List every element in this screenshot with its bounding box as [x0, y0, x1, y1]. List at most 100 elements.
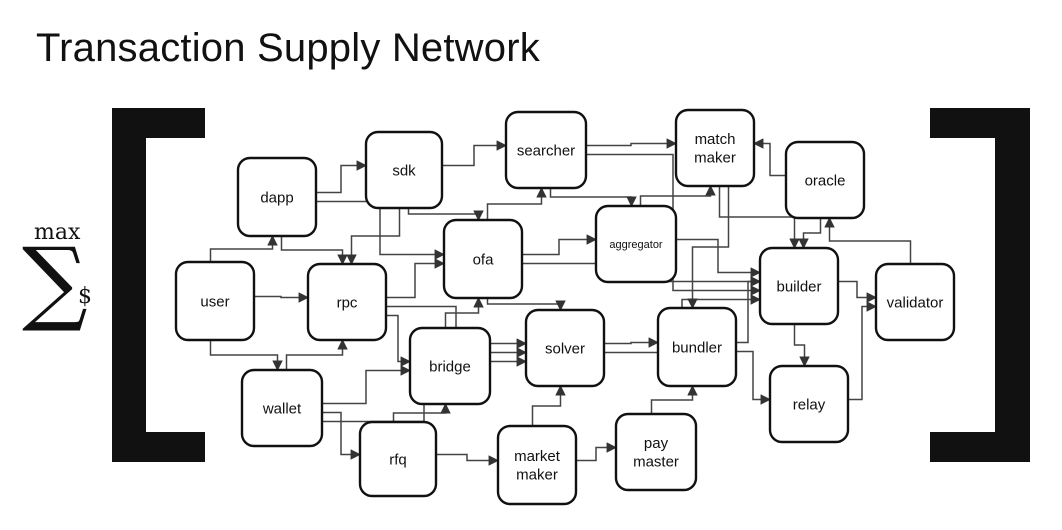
edge-wallet-to-rpc [285, 338, 348, 370]
node-sdk-box [364, 130, 444, 210]
node-match-maker-label: match [695, 131, 736, 148]
node-solver-label: solver [545, 340, 585, 357]
diagram-title: Transaction Supply Network [36, 26, 540, 70]
edge-ofa-to-aggregator [522, 234, 598, 256]
node-rfq-label: rfq [389, 451, 407, 468]
edge-ofa-to-searcher [486, 186, 547, 220]
node-bundler-label: bundler [672, 339, 722, 356]
node-builder-box [758, 246, 840, 326]
edge-rpc-to-bridge [386, 314, 412, 367]
node-searcher-label: searcher [517, 142, 575, 159]
node-aggregator-label: aggregator [609, 239, 663, 251]
node-wallet: wallet [240, 368, 324, 448]
edge-rpc-to-ofa [386, 258, 446, 299]
node-market-maker-label: market [514, 448, 561, 465]
node-aggregator-box [594, 204, 678, 284]
node-dapp-box [236, 156, 318, 238]
node-market-maker-label: maker [516, 467, 558, 484]
edge-ofa-to-solver [486, 298, 566, 312]
node-builder: builder [758, 246, 840, 326]
edge-sdk-to-rpc [346, 208, 401, 266]
edge-pay-master-to-bundler [650, 384, 698, 414]
node-pay-master-label: master [633, 454, 679, 471]
node-user-box [174, 260, 256, 342]
left-bracket [112, 108, 205, 462]
edge-match-maker-to-builder [718, 186, 800, 250]
edge-validator-to-oracle [824, 216, 912, 264]
edge-bundler-to-builder [736, 276, 762, 344]
node-validator-label: validator [887, 294, 944, 311]
node-bridge: bridge [408, 326, 492, 406]
node-rfq-box [358, 420, 438, 498]
node-bundler: bundler [656, 306, 738, 388]
node-searcher-box [504, 110, 588, 190]
edge-sdk-to-ofa [407, 208, 484, 222]
node-user: user [174, 260, 256, 342]
node-market-maker-box [496, 424, 578, 506]
edge-bundler-to-relay [736, 350, 772, 405]
node-wallet-box [240, 368, 324, 448]
edge-builder-to-relay [793, 324, 810, 368]
edge-rfq-to-bridge [392, 402, 451, 422]
edge-sdk-to-searcher [442, 140, 508, 167]
node-bridge-box [408, 326, 492, 406]
node-sdk: sdk [364, 130, 444, 210]
edge-market-maker-to-solver [531, 384, 566, 426]
node-sdk-label: sdk [392, 162, 416, 179]
edge-user-to-wallet [209, 340, 283, 372]
edge-oracle-to-builder [798, 218, 822, 250]
node-builder-label: builder [776, 278, 821, 295]
node-ofa-label: ofa [473, 251, 495, 268]
edge-builder-to-validator [838, 280, 878, 303]
edge-bridge-to-ofa [444, 296, 484, 328]
node-market-maker: market maker [496, 424, 578, 506]
node-solver: solver [524, 308, 606, 388]
edge-dapp-to-ofa [316, 200, 446, 260]
node-wallet-label: wallet [262, 400, 302, 417]
node-relay-label: relay [793, 396, 826, 413]
sum-upper-label: max [34, 220, 81, 245]
edge-dapp-to-rpc [280, 236, 348, 266]
node-dapp: dapp [236, 156, 318, 238]
node-match-maker-label: maker [694, 150, 736, 167]
node-dapp-label: dapp [260, 189, 293, 206]
right-bracket [930, 108, 1030, 462]
node-validator-box [874, 262, 956, 342]
node-rpc-box [306, 262, 388, 342]
edge-user-to-dapp [209, 234, 278, 262]
edge-dapp-to-sdk [316, 160, 368, 194]
node-solver-box [524, 308, 606, 388]
node-match-maker-box [674, 108, 756, 188]
edge-relay-to-validator [848, 301, 878, 401]
node-ofa: ofa [442, 218, 524, 300]
edge-searcher-to-aggregator [549, 188, 637, 208]
edge-aggregator-to-builder [676, 238, 762, 278]
node-rpc-label: rpc [337, 294, 358, 311]
node-relay-box [768, 364, 850, 444]
node-match-maker: match maker [674, 108, 756, 188]
node-relay: relay [768, 364, 850, 444]
edge-rfq-to-market-maker [436, 453, 500, 466]
edge-user-to-rpc [254, 292, 310, 303]
edge-wallet-to-rfq [322, 411, 362, 460]
edge-match-maker-to-bundler [687, 186, 730, 310]
node-validator: validator [874, 262, 956, 342]
summation-symbol: ∑ [22, 228, 88, 335]
node-aggregator: aggregator [594, 204, 678, 284]
node-oracle: oracle [784, 140, 866, 220]
node-oracle-label: oracle [805, 172, 846, 189]
edge-wallet-to-bridge [322, 365, 412, 405]
node-user-label: user [200, 293, 229, 310]
node-bridge-label: bridge [429, 358, 471, 375]
sum-subscript-label: $ [78, 284, 92, 309]
node-pay-master-box [614, 412, 698, 492]
node-searcher: searcher [504, 110, 588, 190]
node-rfq: rfq [358, 420, 438, 498]
node-rpc: rpc [306, 262, 388, 342]
edge-aggregator-to-match-maker [639, 184, 716, 206]
node-bundler-box [656, 306, 738, 388]
edge-market-maker-to-pay-master [576, 442, 618, 462]
edge-searcher-to-match-maker [586, 138, 678, 149]
